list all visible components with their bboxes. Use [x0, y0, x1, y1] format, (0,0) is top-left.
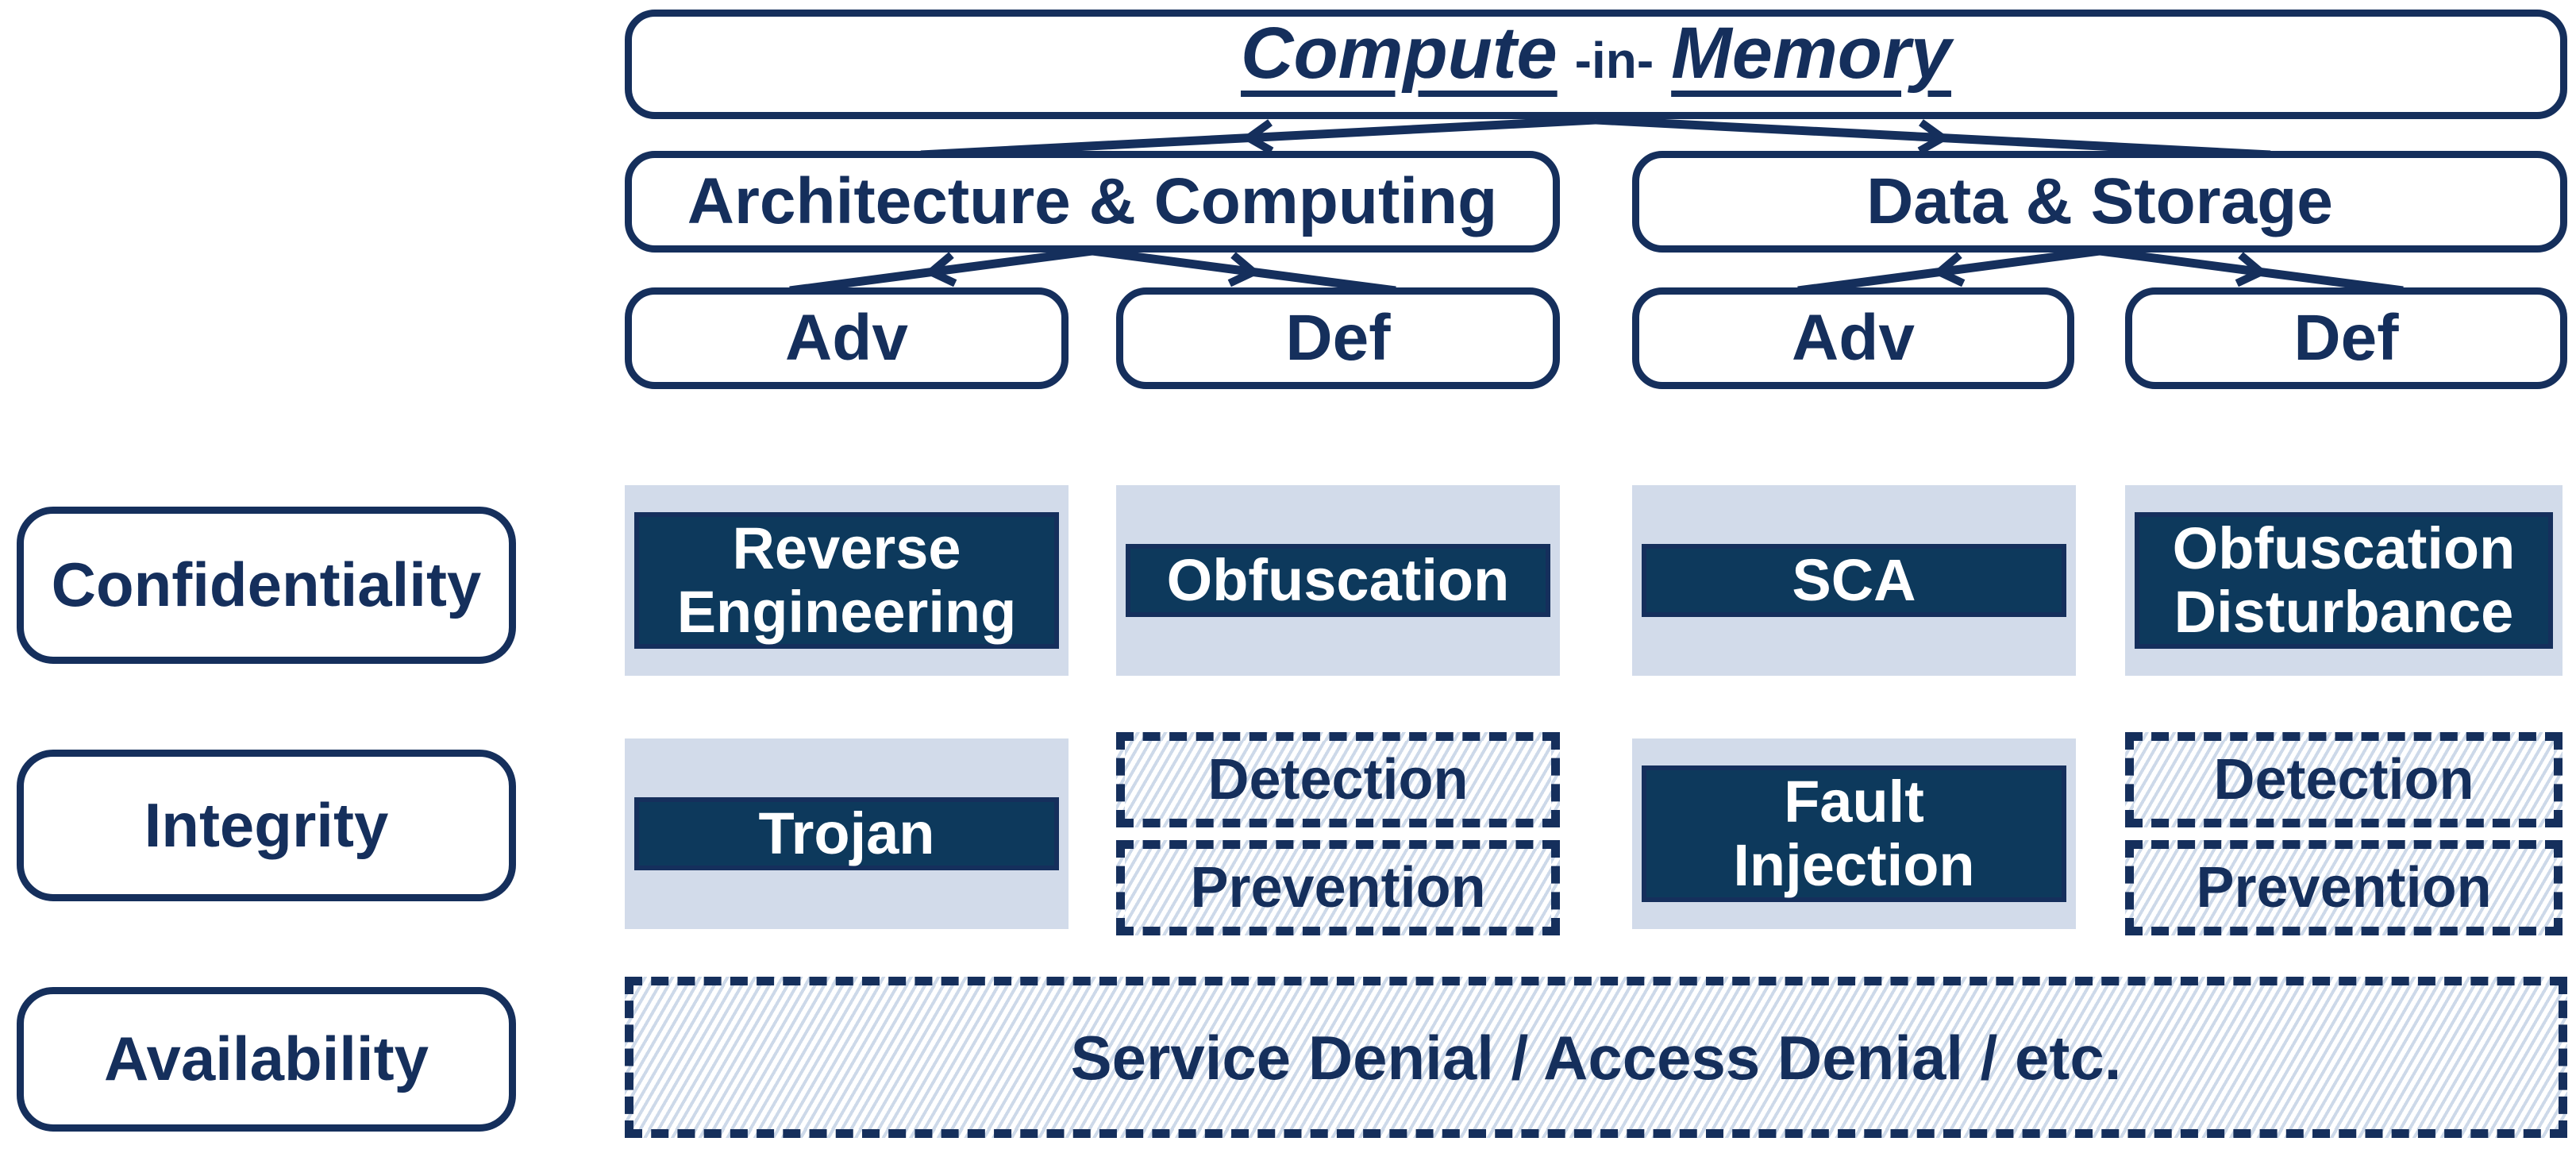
row-label-availability: Availability — [17, 987, 516, 1132]
cell-service-denial-label: Service Denial / Access Denial / etc. — [1070, 1022, 2122, 1093]
branch-architecture-computing-label: Architecture & Computing — [687, 165, 1498, 238]
cell-sca-label: SCA — [1642, 544, 2066, 617]
cell-detection-data: Detection — [2125, 732, 2563, 827]
cell-prevention-architecture: Prevention — [1116, 840, 1560, 935]
cell-fault-injection: Fault Injection — [1632, 738, 2076, 929]
cell-obfuscation-disturbance-label: Obfuscation Disturbance — [2135, 512, 2553, 649]
root-label-compute: Compute — [1241, 13, 1558, 94]
cell-obfuscation: Obfuscation — [1116, 485, 1560, 676]
cell-fault-injection-label: Fault Injection — [1642, 765, 2066, 902]
cell-obfuscation-disturbance: Obfuscation Disturbance — [2125, 485, 2563, 676]
branch-data-storage-label: Data & Storage — [1866, 165, 2333, 238]
leaf-def-data: Def — [2125, 287, 2567, 389]
cell-trojan-label: Trojan — [634, 797, 1059, 870]
arrow-data-storage-to-def — [2099, 246, 2404, 295]
arrow-root-to-data-storage — [1595, 115, 2271, 160]
cell-detection-data-label: Detection — [2213, 748, 2474, 812]
cell-reverse-engineering-label: Reverse Engineering — [634, 512, 1059, 649]
arrow-data-storage-to-adv — [1797, 246, 2100, 295]
cell-detection-architecture-label: Detection — [1207, 748, 1469, 812]
cell-prevention-architecture-label: Prevention — [1190, 856, 1486, 920]
integrity-label: Integrity — [144, 789, 389, 860]
leaf-def-architecture: Def — [1116, 287, 1560, 389]
cell-reverse-engineering: Reverse Engineering — [625, 485, 1069, 676]
leaf-adv-architecture-label: Adv — [785, 302, 908, 375]
root-label-in: -in- — [1574, 32, 1654, 89]
root-box-compute-in-memory: Compute -in- Memory — [625, 10, 2567, 119]
arrow-root-to-architecture — [920, 115, 1596, 160]
row-label-confidentiality: Confidentiality — [17, 507, 516, 664]
branch-data-storage: Data & Storage — [1632, 151, 2567, 253]
cell-sca: SCA — [1632, 485, 2076, 676]
cell-detection-architecture: Detection — [1116, 732, 1560, 827]
leaf-adv-data: Adv — [1632, 287, 2074, 389]
cell-obfuscation-label: Obfuscation — [1126, 544, 1550, 617]
leaf-adv-data-label: Adv — [1792, 302, 1915, 375]
leaf-def-architecture-label: Def — [1285, 302, 1391, 375]
cell-prevention-data: Prevention — [2125, 840, 2563, 935]
availability-label: Availability — [104, 1024, 429, 1094]
arrow-architecture-to-def — [1092, 246, 1396, 295]
root-label-memory: Memory — [1671, 13, 1951, 94]
row-label-integrity: Integrity — [17, 750, 516, 901]
arrow-architecture-to-adv — [789, 246, 1093, 295]
leaf-adv-architecture: Adv — [625, 287, 1069, 389]
leaf-def-data-label: Def — [2293, 302, 2399, 375]
cell-prevention-data-label: Prevention — [2196, 856, 2492, 920]
confidentiality-label: Confidentiality — [51, 550, 482, 620]
cell-service-denial: Service Denial / Access Denial / etc. — [625, 977, 2567, 1138]
cell-trojan: Trojan — [625, 738, 1069, 929]
branch-architecture-computing: Architecture & Computing — [625, 151, 1560, 253]
